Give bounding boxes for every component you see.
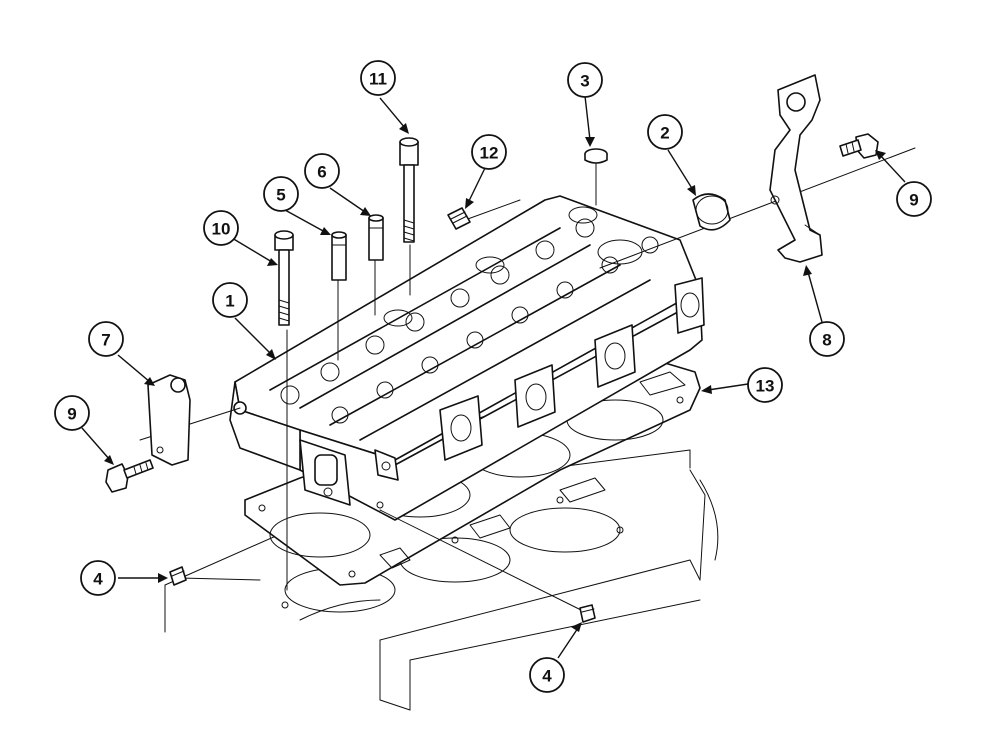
svg-text:11: 11 bbox=[369, 70, 387, 89]
svg-text:9: 9 bbox=[909, 191, 918, 210]
head-bolt-short bbox=[399, 137, 419, 243]
callout-1: 1 bbox=[212, 282, 248, 318]
svg-text:2: 2 bbox=[660, 124, 669, 143]
callout-4-right: 4 bbox=[529, 657, 565, 693]
valve-seal bbox=[584, 148, 608, 164]
svg-text:6: 6 bbox=[317, 163, 326, 182]
svg-text:8: 8 bbox=[822, 331, 831, 350]
dowel-sleeve bbox=[331, 231, 347, 281]
valve-ports bbox=[280, 206, 659, 424]
svg-text:1: 1 bbox=[225, 292, 234, 311]
callout-6: 6 bbox=[304, 153, 340, 189]
threaded-plug bbox=[447, 207, 471, 230]
callout-8: 8 bbox=[809, 321, 845, 357]
svg-text:5: 5 bbox=[276, 186, 285, 205]
callout-4-left: 4 bbox=[80, 560, 116, 596]
callout-7: 7 bbox=[88, 321, 124, 357]
svg-text:7: 7 bbox=[101, 331, 110, 350]
locating-dowel-left bbox=[169, 566, 187, 586]
rear-lifting-bracket bbox=[769, 74, 823, 263]
alignment-lines bbox=[139, 147, 916, 613]
cylinder-head bbox=[229, 195, 705, 521]
callout-3: 3 bbox=[567, 62, 603, 98]
svg-text:9: 9 bbox=[67, 405, 76, 424]
svg-text:4: 4 bbox=[93, 570, 103, 589]
callout-13: 13 bbox=[747, 367, 783, 403]
svg-text:4: 4 bbox=[542, 667, 552, 686]
svg-text:12: 12 bbox=[480, 144, 499, 163]
head-bolt-long bbox=[274, 230, 294, 326]
valve-guide-sleeve bbox=[368, 214, 384, 261]
bracket-bolt-front bbox=[105, 459, 154, 493]
callout-9-left: 9 bbox=[54, 395, 90, 431]
svg-text:10: 10 bbox=[212, 220, 231, 239]
callout-9-right: 9 bbox=[896, 181, 932, 217]
bracket-bolt-rear bbox=[839, 133, 879, 159]
svg-text:3: 3 bbox=[580, 72, 589, 91]
front-lifting-bracket bbox=[147, 374, 191, 466]
locating-dowel-right bbox=[579, 604, 596, 623]
callout-5: 5 bbox=[263, 176, 299, 212]
callout-11: 11 bbox=[360, 60, 396, 96]
callout-leaders bbox=[81, 95, 906, 659]
expansion-plug bbox=[692, 193, 731, 231]
engine-block bbox=[164, 449, 719, 711]
svg-text:13: 13 bbox=[756, 377, 775, 396]
callout-12: 12 bbox=[471, 134, 507, 170]
callout-10: 10 bbox=[203, 210, 239, 246]
callout-2: 2 bbox=[647, 114, 683, 150]
exhaust-port-bosses bbox=[299, 277, 705, 509]
